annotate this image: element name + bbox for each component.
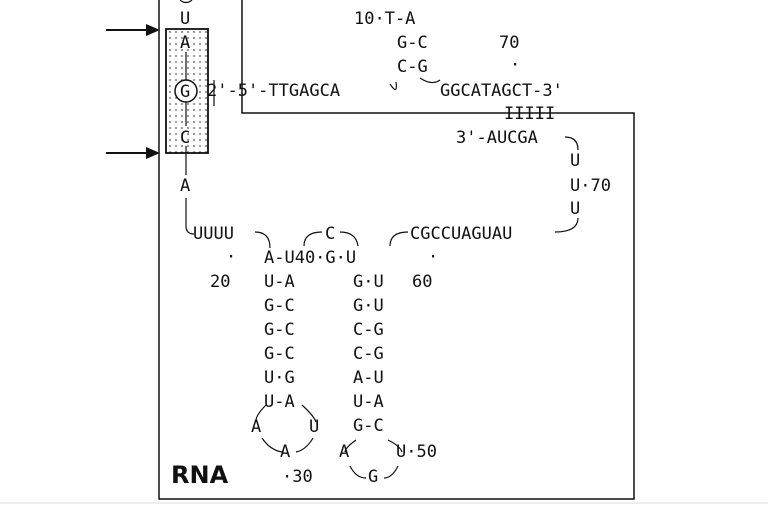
stem-pair: G-C <box>264 344 295 364</box>
stem-pair: A-U <box>353 368 384 388</box>
stem-pair: U·G <box>264 368 295 388</box>
stem-pair: G·U <box>353 272 384 292</box>
arrow-top-icon <box>106 24 160 36</box>
arrow-bottom-icon <box>106 147 160 159</box>
dna-pair-cg: C-G <box>397 57 428 77</box>
left-loop-arc <box>255 404 317 453</box>
loop-left-a: A <box>251 417 261 437</box>
stem-pair: G-C <box>353 416 384 436</box>
right-strand: CGCCUAGUAU <box>410 224 512 244</box>
left-dot: · <box>226 247 236 267</box>
stem-pair: U-A <box>264 392 295 412</box>
pairing-bars: IIIII <box>504 104 555 124</box>
row-a-u40: A-U40·G·U <box>264 248 356 268</box>
loop-right-u50: U·50 <box>396 442 437 462</box>
boxed-g: G <box>180 82 190 102</box>
stem-pair: G-C <box>264 296 295 316</box>
stem-pair: C-G <box>353 344 384 364</box>
loop-right-a: A <box>339 442 349 462</box>
dna-pair-gc: G-C <box>397 33 428 53</box>
stem-pair: C-G <box>353 320 384 340</box>
num-30: ·30 <box>282 467 313 487</box>
num-60: 60 <box>412 272 432 292</box>
right-loop-arc <box>344 439 403 479</box>
stem-pair: U-A <box>353 392 384 412</box>
rna-right-u1: U <box>570 151 580 171</box>
right-stem: G·U G·U C-G C-G A-U U-A G-C <box>353 272 384 436</box>
connector-dna-bend <box>389 81 397 91</box>
rna-three-prime: 3'-AUCGA <box>456 128 538 148</box>
stem-pair: G-C <box>264 320 295 340</box>
right-dot: · <box>428 247 438 267</box>
top-u: U <box>180 9 190 29</box>
stem-pair: U-A <box>264 272 295 292</box>
loop-right-g: G <box>368 467 378 487</box>
stem-pair: G·U <box>353 296 384 316</box>
left-stem: U-A G-C G-C G-C U·G U-A <box>264 272 295 412</box>
nt-a: A <box>180 176 190 196</box>
boxed-a: A <box>180 33 190 53</box>
loop-left-a2: A <box>280 442 290 462</box>
connector-right-bend <box>554 217 579 233</box>
rna-label: RNA <box>171 461 229 489</box>
dna-pair-10: 10·T-A <box>354 9 415 29</box>
num-20: 20 <box>210 272 230 292</box>
left-uuuu: UUUU <box>193 224 234 244</box>
mid-c: C <box>325 224 335 244</box>
dna-five-prime: 2'-5'-TTGAGCA <box>207 81 340 101</box>
connector-c-arc <box>303 231 359 247</box>
dna-three-prime: GGCATAGCT-3' <box>440 81 563 101</box>
loop-left-u: U <box>309 417 319 437</box>
rna-right-u70: U·70 <box>570 176 611 196</box>
connector-a-uuuu <box>185 198 195 235</box>
dna-num-70: 70 <box>499 33 519 53</box>
rna-right-u3: U <box>570 199 580 219</box>
boxed-c: C <box>180 128 190 148</box>
dna-dot-70: · <box>510 55 520 75</box>
connector-right-arc <box>389 231 409 247</box>
top-clipped-glyph <box>179 0 193 4</box>
frame-outer <box>158 0 635 500</box>
connector-aucga <box>564 136 579 151</box>
connector-uuuu-stem <box>254 231 271 249</box>
